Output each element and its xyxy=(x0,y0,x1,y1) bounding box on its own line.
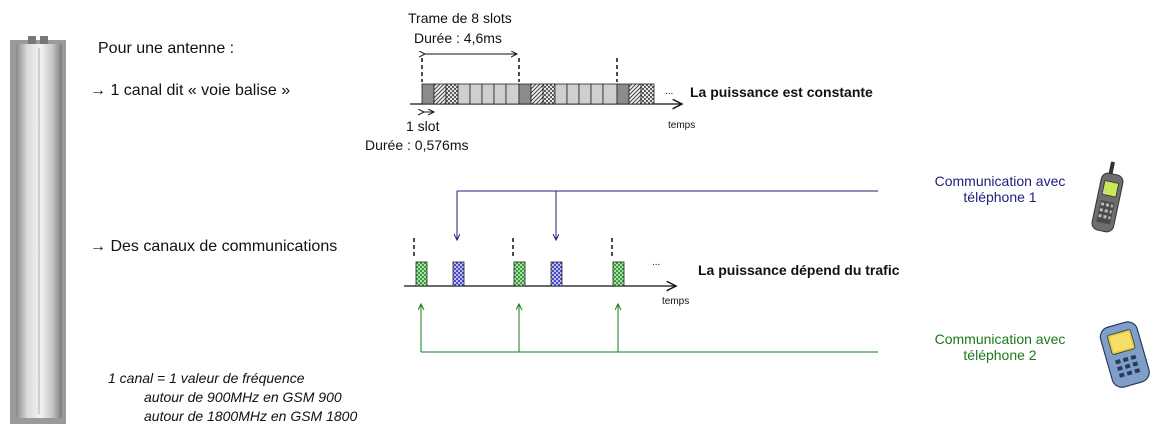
phone1-label: Communication avec téléphone 1 xyxy=(902,173,1098,205)
phone2-label: Communication avec téléphone 2 xyxy=(902,331,1098,363)
note-line1: 1 canal = 1 valeur de fréquence xyxy=(108,370,305,386)
phone1-connector xyxy=(457,190,878,240)
slot-duration: Durée : 0,576ms xyxy=(365,137,469,153)
slot-phone2-1 xyxy=(415,261,428,287)
ellipsis-top: ... xyxy=(665,86,674,97)
phone2-image xyxy=(1099,321,1150,388)
traffic-slots xyxy=(415,261,625,287)
phone1-image xyxy=(1091,161,1124,233)
slot-label: 1 slot xyxy=(406,118,440,134)
note-line3: autour de 1800MHz en GSM 1800 xyxy=(144,408,358,424)
frame-title: Trame de 8 slots xyxy=(408,10,512,26)
antenna-image xyxy=(10,36,66,424)
comm-channels-label: → Des canaux de communications xyxy=(90,238,338,255)
phone2-label-line2: téléphone 2 xyxy=(963,347,1037,363)
power-constant-label: La puissance est constante xyxy=(690,84,873,100)
power-variable-label: La puissance dépend du trafic xyxy=(698,262,900,278)
phone1-label-line2: téléphone 1 xyxy=(963,189,1037,205)
intro-title: Pour une antenne : xyxy=(98,40,235,57)
time-label-bottom: temps xyxy=(662,296,690,307)
phone1-label-line1: Communication avec xyxy=(934,173,1066,189)
time-label-top: temps xyxy=(668,120,696,131)
slot-phone1-2 xyxy=(550,261,563,287)
phone2-connector xyxy=(421,304,878,353)
beacon-channel-label: → 1 canal dit « voie balise » xyxy=(90,82,291,99)
frame-duration: Durée : 4,6ms xyxy=(414,30,502,46)
ellipsis-bottom: ... xyxy=(652,257,661,268)
slot-phone2-2 xyxy=(513,261,526,287)
beacon-slots xyxy=(421,83,655,105)
slot-phone1-1 xyxy=(452,261,465,287)
slot-phone2-3 xyxy=(612,261,625,287)
phone2-label-line1: Communication avec xyxy=(934,331,1066,347)
note-line2: autour de 900MHz en GSM 900 xyxy=(144,389,342,405)
